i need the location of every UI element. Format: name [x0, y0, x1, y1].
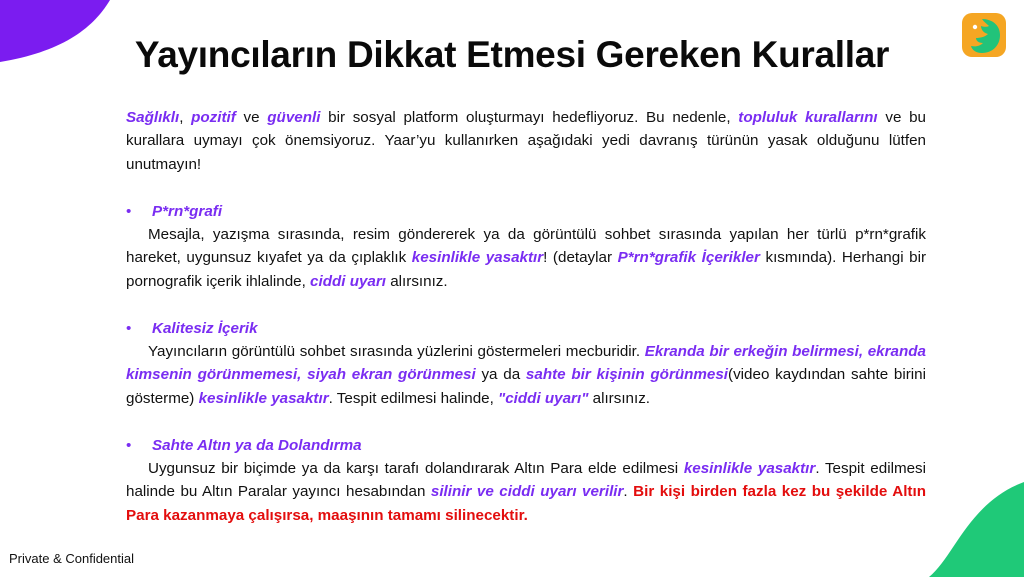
section-title: Kalitesiz İçerik — [152, 319, 258, 337]
yaar-logo-icon — [962, 13, 1006, 57]
section-heading: • Kalitesiz İçerik — [126, 317, 926, 340]
intro-text: ve bu kurallara uymayı çok önemsiyoruz. … — [126, 109, 926, 173]
intro-emphasis: güvenli — [267, 109, 321, 126]
bullet-marker: • — [126, 436, 132, 454]
section-title: P*rn*grafi — [152, 202, 223, 220]
section-body: Mesajla, yazışma sırasında, resim gönder… — [126, 223, 926, 293]
section-text: alırsınız. — [386, 272, 448, 290]
section-text: ya da — [475, 366, 526, 384]
section-text: alırsınız. — [588, 389, 651, 407]
section-emphasis: silinir ve ciddi uyarı verilir — [430, 483, 624, 501]
intro-emphasis: pozitif — [191, 109, 236, 126]
section-emphasis: sahte bir kişinin görünmesi — [525, 366, 729, 384]
section-text: . Tespit edilmesi halinde, — [328, 389, 499, 407]
page-title: Yayıncıların Dikkat Etmesi Gereken Kural… — [134, 34, 890, 75]
bullet-marker: • — [126, 202, 132, 220]
section-text: ! (detaylar — [543, 249, 618, 267]
section-heading: • Sahte Altın ya da Dolandırma — [126, 434, 926, 457]
intro-text: , — [179, 109, 192, 126]
intro-paragraph: Sağlıklı, pozitif ve güvenli bir sosyal … — [126, 106, 926, 176]
section-text: . — [623, 483, 634, 501]
section-text: (video kaydından sahte birini gösterme) — [126, 366, 926, 407]
section-emphasis: "ciddi uyarı" — [498, 389, 589, 407]
section-text: Yayıncıların görüntülü sohbet sırasında … — [148, 343, 645, 361]
intro-emphasis: topluluk kurallarını — [738, 109, 878, 126]
rules-content: Sağlıklı, pozitif ve güvenli bir sosyal … — [126, 106, 926, 527]
section-emphasis: kesinlikle yasaktır — [683, 460, 816, 478]
intro-text: ve — [235, 109, 268, 126]
section-emphasis: Ekranda bir erkeğin belirmesi, ekranda k… — [126, 343, 926, 384]
section-emphasis: ciddi uyarı — [310, 272, 386, 290]
section-emphasis: kesinlikle yasaktır — [411, 249, 544, 267]
intro-text: bir sosyal platform oluşturmayı hedefliy… — [320, 109, 739, 126]
corner-decoration-purple — [0, 0, 110, 62]
section-title: Sahte Altın ya da Dolandırma — [152, 436, 362, 454]
section-emphasis: kesinlikle yasaktır — [198, 389, 329, 407]
section-text: kısmında). Herhangi bir pornografik içer… — [126, 249, 927, 290]
intro-emphasis: Sağlıklı — [126, 109, 180, 126]
section-text: . Tespit edilmesi halinde bu Altın Paral… — [126, 460, 927, 501]
section-body: Uygunsuz bir biçimde ya da karşı tarafı … — [126, 457, 926, 527]
section-heading: • P*rn*grafi — [126, 200, 926, 223]
warning-text: Bir kişi birden fazla kez bu şekilde Alt… — [126, 483, 926, 524]
section-emphasis: P*rn*grafik İçerikler — [617, 249, 760, 267]
section-text: Mesajla, yazışma sırasında, resim gönder… — [126, 226, 926, 267]
bullet-marker: • — [126, 319, 132, 337]
corner-decoration-green — [929, 482, 1024, 577]
footer-confidential: Private & Confidential — [9, 551, 135, 566]
section-body: Yayıncıların görüntülü sohbet sırasında … — [126, 340, 926, 410]
section-text: Uygunsuz bir biçimde ya da karşı tarafı … — [148, 460, 684, 478]
